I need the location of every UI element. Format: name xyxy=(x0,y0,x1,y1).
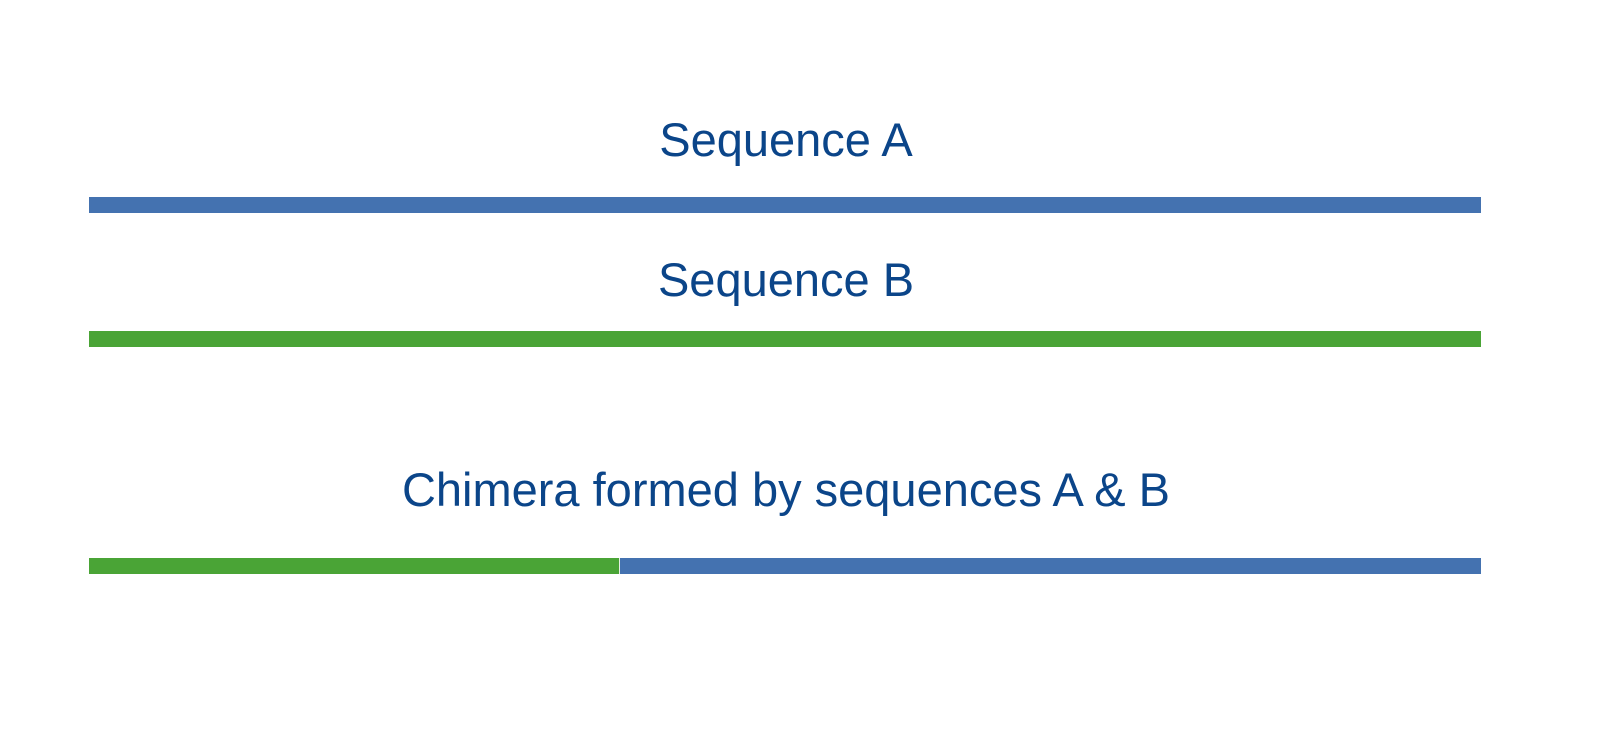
chimera-segment-b xyxy=(89,558,620,574)
chimera-bar xyxy=(89,558,1481,574)
chimera-segment-a xyxy=(619,558,1481,574)
sequence-a-bar xyxy=(89,197,1481,213)
chimera-label: Chimera formed by sequences A & B xyxy=(401,463,1171,516)
sequence-b-bar xyxy=(89,331,1481,347)
sequence-b-label: Sequence B xyxy=(657,253,915,306)
sequence-a-label: Sequence A xyxy=(659,113,913,166)
